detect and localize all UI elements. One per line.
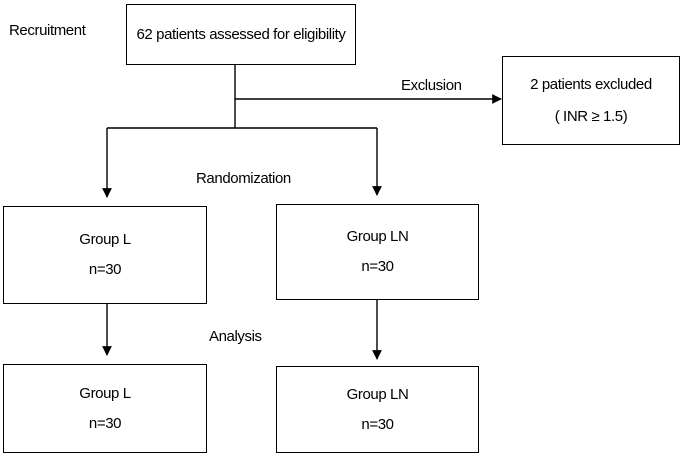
analyzed-group-ln-n: n=30 <box>361 415 394 433</box>
randomized-group-ln-name: Group LN <box>346 228 409 245</box>
randomized-group-ln-box: Group LN n=30 <box>276 204 479 300</box>
analysis-label: Analysis <box>209 328 262 345</box>
analyzed-group-ln-name: Group LN <box>346 385 409 403</box>
analyzed-group-ln-box: Group LN n=30 <box>276 366 479 453</box>
randomized-group-l-box: Group L n=30 <box>3 206 207 304</box>
exclusion-label: Exclusion <box>401 77 462 94</box>
excluded-count: 2 patients excluded <box>530 75 652 93</box>
randomized-group-ln-n: n=30 <box>361 258 394 275</box>
analyzed-group-l-name: Group L <box>79 384 131 402</box>
randomized-group-l-name: Group L <box>79 231 131 248</box>
assessed-box: 62 patients assessed for eligibility <box>126 4 356 65</box>
recruitment-label: Recruitment <box>9 22 86 39</box>
randomized-group-l-n: n=30 <box>88 261 122 278</box>
excluded-reason: ( INR ≥ 1.5) <box>554 107 628 125</box>
randomization-label: Randomization <box>196 170 291 187</box>
assessed-text: 62 patients assessed for eligibility <box>136 25 346 43</box>
analyzed-group-l-box: Group L n=30 <box>3 364 207 453</box>
excluded-box: 2 patients excluded ( INR ≥ 1.5) <box>502 56 680 145</box>
analyzed-group-l-n: n=30 <box>88 414 122 432</box>
